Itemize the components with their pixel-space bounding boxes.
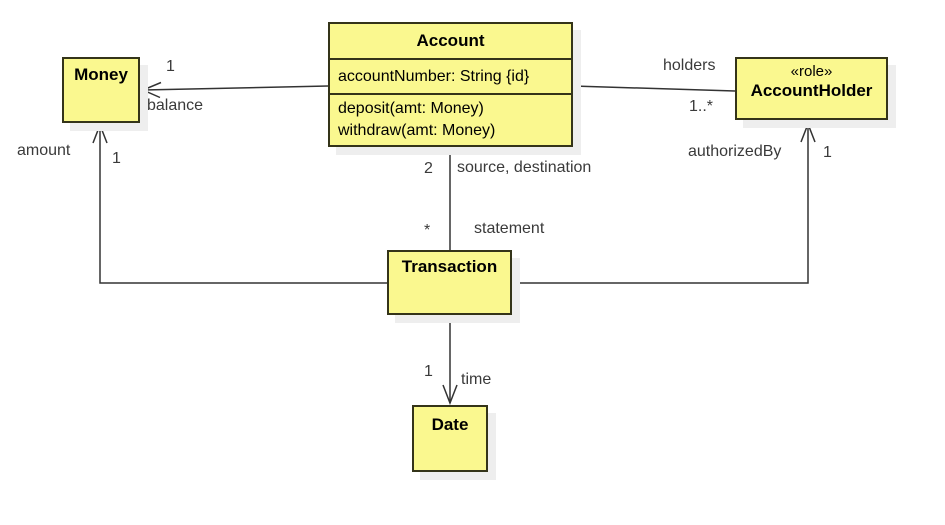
- association-transaction-money: [92, 122, 387, 284]
- open-arrowhead-to-money-bottom: [92, 122, 108, 144]
- association-transaction-money-line: [99, 125, 387, 284]
- class-box-date: Date: [412, 405, 488, 472]
- class-box-accountholder: «role» AccountHolder: [735, 57, 888, 120]
- role-source-destination: source, destination: [457, 159, 592, 176]
- association-transaction-accountholder-line: [512, 124, 809, 284]
- role-statement: statement: [474, 220, 545, 237]
- operation-withdraw: withdraw(amt: Money): [338, 122, 496, 139]
- class-name-accountholder: AccountHolder: [750, 81, 873, 100]
- account-operations-compartment: deposit(amt: Money) withdraw(amt: Money): [330, 95, 571, 145]
- class-box-account: Account accountNumber: String {id} depos…: [328, 22, 573, 147]
- association-transaction-accountholder: [512, 121, 816, 284]
- account-attributes-compartment: accountNumber: String {id}: [330, 60, 571, 95]
- operation-deposit: deposit(amt: Money): [338, 100, 484, 117]
- class-box-money: Money: [62, 57, 140, 123]
- class-name-account: Account: [416, 31, 485, 50]
- multiplicity-time: 1: [424, 363, 433, 380]
- multiplicity-balance: 1: [166, 58, 175, 75]
- stereotype-role: «role»: [790, 63, 833, 80]
- attribute-accountnumber: accountNumber: String {id}: [338, 67, 530, 85]
- class-name-transaction: Transaction: [401, 257, 498, 276]
- multiplicity-holders: 1..*: [689, 98, 714, 115]
- multiplicity-amount: 1: [112, 150, 121, 167]
- open-arrowhead-to-date-top: [442, 384, 458, 406]
- multiplicity-authorizedby: 1: [823, 144, 832, 161]
- association-account-money: [141, 81, 329, 99]
- open-arrowhead-to-money-right: [141, 81, 162, 99]
- role-balance: balance: [147, 97, 204, 114]
- association-account-money-line: [142, 85, 329, 91]
- role-authorizedby: authorizedBy: [688, 143, 782, 160]
- class-name-date: Date: [431, 415, 469, 434]
- open-arrowhead-to-accountholder-bottom: [800, 121, 816, 143]
- class-name-money: Money: [74, 65, 128, 84]
- role-time: time: [461, 371, 492, 388]
- multiplicity-source-destination: 2: [424, 160, 433, 177]
- role-amount: amount: [17, 142, 71, 159]
- role-holders: holders: [663, 57, 716, 74]
- association-account-accountholder-line: [572, 85, 736, 92]
- account-name-compartment: Account: [330, 24, 571, 60]
- association-transaction-date: [442, 315, 458, 406]
- association-account-accountholder: [572, 85, 736, 92]
- class-box-transaction: Transaction: [387, 250, 512, 315]
- multiplicity-statement: *: [424, 222, 431, 239]
